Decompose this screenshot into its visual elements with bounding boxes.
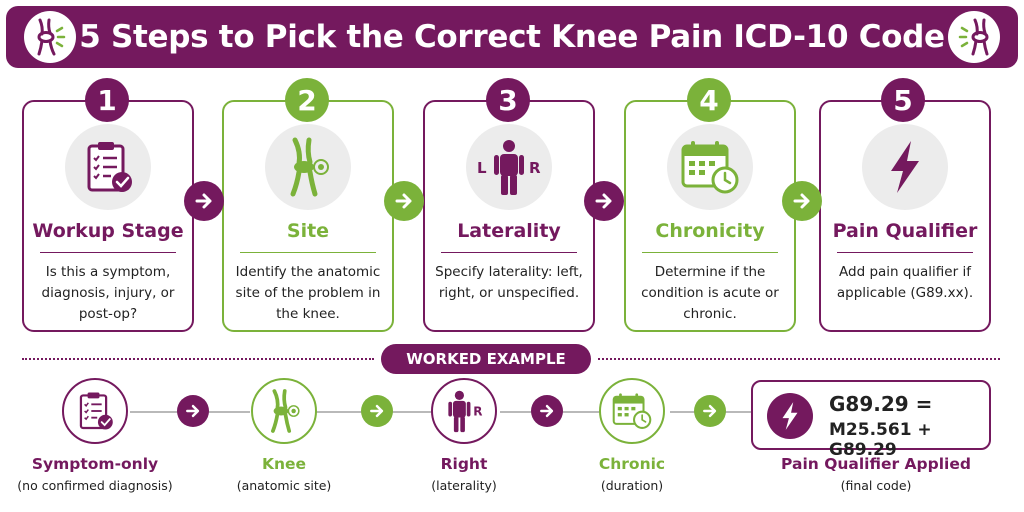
example-title: Chronic <box>598 455 666 473</box>
title-banner: 5 Steps to Pick the Correct Knee Pain IC… <box>6 6 1018 68</box>
divider <box>240 252 376 253</box>
letter-right: R <box>529 159 541 177</box>
step-card-pain-qualifier: Pain Qualifier Add pain qualifier if app… <box>819 100 991 332</box>
arrow-right-icon <box>584 181 624 221</box>
divider <box>837 252 973 253</box>
example-subtitle: (laterality) <box>431 478 497 493</box>
calendar-clock-icon <box>667 124 753 210</box>
arrow-right-icon <box>384 181 424 221</box>
step-card-workup-stage: Workup Stage Is this a symptom, diagnosi… <box>22 100 194 332</box>
arrow-right-icon <box>184 181 224 221</box>
letter-left: L <box>477 159 487 177</box>
knee-joint-icon <box>948 11 1000 63</box>
letter-right: R <box>473 405 482 419</box>
arrow-right-icon <box>177 395 209 427</box>
calendar-clock-icon <box>599 378 665 444</box>
divider <box>441 252 577 253</box>
arrow-right-icon <box>782 181 822 221</box>
step-description: Is this a symptom, diagnosis, injury, or… <box>41 264 175 322</box>
arrow-right-icon <box>694 395 726 427</box>
step-number-1: 1 <box>85 78 129 122</box>
worked-example-label: WORKED EXAMPLE <box>381 344 591 374</box>
knee-joint-icon <box>265 124 351 210</box>
example-subtitle: (final code) <box>840 478 912 493</box>
step-card-laterality: L R Laterality Specify laterality: left,… <box>423 100 595 332</box>
example-title: Right <box>440 455 488 473</box>
divider <box>22 358 374 360</box>
knee-joint-icon <box>24 11 76 63</box>
example-subtitle: (no confirmed diagnosis) <box>17 478 173 493</box>
example-title: Knee <box>261 455 307 473</box>
final-code-primary: G89.29 = <box>829 392 933 416</box>
step-title: Pain Qualifier <box>832 220 978 242</box>
example-subtitle: (duration) <box>600 478 664 493</box>
example-subtitle: (anatomic site) <box>236 478 332 493</box>
step-card-chronicity: Chronicity Determine if the condition is… <box>624 100 796 332</box>
arrow-right-icon <box>531 395 563 427</box>
step-title: Laterality <box>457 220 561 242</box>
divider <box>598 358 1000 360</box>
step-description: Specify laterality: left, right, or unsp… <box>435 264 583 301</box>
lightning-bolt-icon <box>767 393 813 439</box>
divider <box>40 252 176 253</box>
clipboard-checklist-icon <box>62 378 128 444</box>
step-description: Add pain qualifier if applicable (G89.xx… <box>836 264 974 301</box>
step-title: Site <box>286 220 330 242</box>
step-number-2: 2 <box>285 78 329 122</box>
step-card-site: Site Identify the anatomic site of the p… <box>222 100 394 332</box>
step-description: Determine if the condition is acute or c… <box>641 264 779 322</box>
page-title: 5 Steps to Pick the Correct Knee Pain IC… <box>79 19 945 55</box>
lightning-bolt-icon <box>862 124 948 210</box>
step-title: Workup Stage <box>32 220 184 242</box>
example-title: Pain Qualifier Applied <box>781 455 971 473</box>
clipboard-checklist-icon <box>65 124 151 210</box>
example-title: Symptom-only <box>31 455 159 473</box>
step-description: Identify the anatomic site of the proble… <box>235 264 381 322</box>
arrow-right-icon <box>361 395 393 427</box>
person-right-icon: R <box>431 378 497 444</box>
step-title: Chronicity <box>655 220 765 242</box>
step-number-5: 5 <box>881 78 925 122</box>
person-laterality-icon: L R <box>466 124 552 210</box>
final-code-breakdown: M25.561 + G89.29 <box>829 420 932 460</box>
final-code-box: G89.29 = M25.561 + G89.29 <box>751 380 991 460</box>
divider <box>642 252 778 253</box>
step-number-3: 3 <box>486 78 530 122</box>
knee-joint-icon <box>251 378 317 444</box>
step-number-4: 4 <box>687 78 731 122</box>
